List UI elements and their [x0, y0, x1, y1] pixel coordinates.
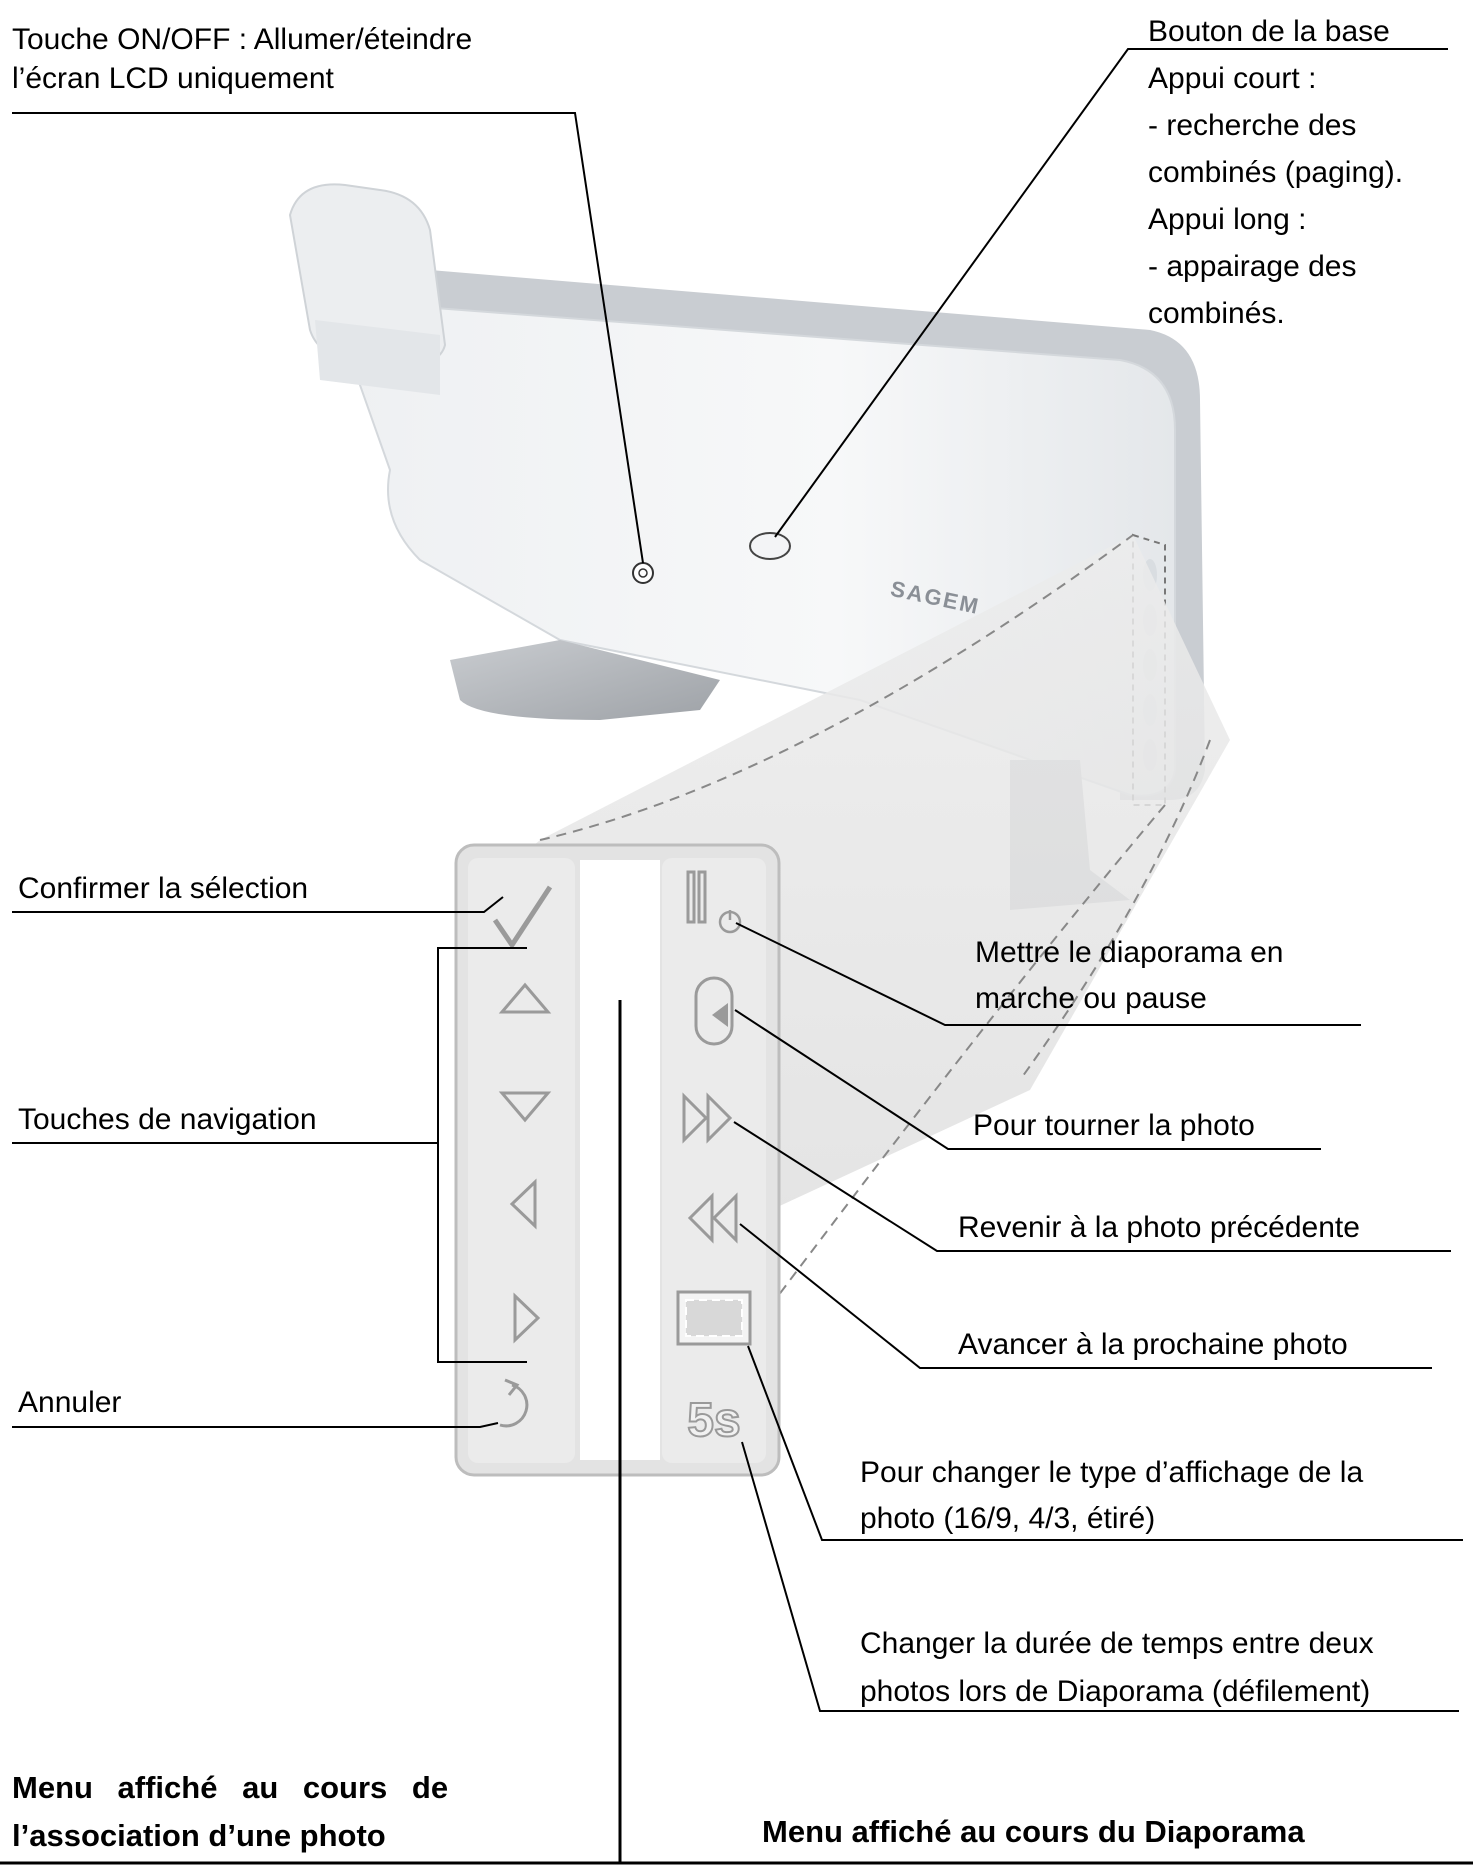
confirm-icon[interactable]: [492, 885, 553, 948]
timer-icon[interactable]: 5s: [686, 1393, 741, 1448]
leader-duration: [741, 1441, 1459, 1712]
menu-association-line1: Menu affiché au cours de: [12, 1770, 449, 1805]
previous-label: Revenir à la photo précédente: [958, 1211, 1360, 1244]
rotate-icon[interactable]: [694, 976, 734, 1046]
leader-base-button: [774, 48, 1448, 538]
duration-line1: Changer la durée de temps entre deux: [860, 1627, 1374, 1660]
slideshow-play-line2: marche ou pause: [975, 982, 1207, 1015]
long-press-label: Appui long :: [1148, 203, 1307, 236]
base-button-label: Bouton de la base Appui court : - recher…: [1148, 8, 1403, 337]
short-press-desc-2: combinés (paging).: [1148, 156, 1404, 189]
short-press-label: Appui court :: [1148, 62, 1317, 95]
down-arrow-icon[interactable]: [498, 1091, 552, 1123]
leader-rotate: [734, 1009, 1321, 1150]
power-icon[interactable]: [632, 562, 654, 584]
aspect-ratio-icon[interactable]: [676, 1290, 752, 1346]
display-type-label: Pour changer le type d’affichage de la p…: [860, 1450, 1363, 1542]
up-arrow-icon[interactable]: [498, 982, 552, 1014]
slideshow-play-line1: Mettre le diaporama en: [975, 936, 1284, 969]
on-off-label-line1: Touche ON/OFF : Allumer/éteindre: [12, 23, 473, 56]
left-arrow-icon[interactable]: [509, 1178, 537, 1230]
leader-display-type: [747, 1345, 1463, 1541]
base-button-title: Bouton de la base: [1148, 15, 1390, 48]
next-label: Avancer à la prochaine photo: [958, 1328, 1348, 1361]
leader-confirm: [12, 896, 504, 913]
nav-bracket: [437, 947, 527, 1363]
display-type-line1: Pour changer le type d’affichage de la: [860, 1456, 1364, 1489]
slideshow-play-label: Mettre le diaporama en marche ou pause: [975, 930, 1284, 1022]
long-press-desc-1: - appairage des: [1148, 250, 1357, 283]
on-off-label-line2: l’écran LCD uniquement: [12, 62, 334, 95]
duration-line2: photos lors de Diaporama (défilement): [860, 1675, 1371, 1708]
fast-forward-icon[interactable]: [682, 1092, 733, 1144]
menu-association-caption: Menu affiché au cours de l’association d…: [12, 1764, 448, 1860]
on-off-label: Touche ON/OFF : Allumer/éteindre l’écran…: [12, 20, 472, 98]
leader-previous: [733, 1121, 1451, 1252]
base-button[interactable]: [749, 532, 791, 560]
rotate-label: Pour tourner la photo: [973, 1109, 1255, 1142]
short-press-desc-1: - recherche des: [1148, 109, 1357, 142]
play-pause-icon[interactable]: [686, 870, 742, 934]
right-arrow-icon[interactable]: [513, 1292, 541, 1344]
leader-next: [739, 1223, 1432, 1369]
menu-slideshow-caption: Menu affiché au cours du Diaporama: [762, 1814, 1305, 1849]
long-press-desc-2: combinés.: [1148, 297, 1285, 330]
cancel-label: Annuler: [18, 1386, 122, 1419]
handset-cradle: [315, 320, 440, 395]
stand-left: [450, 640, 720, 720]
cancel-icon[interactable]: [499, 1383, 529, 1428]
leader-lines: [0, 48, 1473, 1865]
menu-association-line2: l’association d’une photo: [12, 1818, 386, 1853]
key-panel: 5s: [454, 843, 781, 1477]
rewind-icon[interactable]: [687, 1192, 738, 1244]
duration-label: Changer la durée de temps entre deux pho…: [860, 1620, 1374, 1716]
navigation-label: Touches de navigation: [18, 1103, 317, 1136]
leader-cancel: [12, 1422, 499, 1428]
leader-play-pause: [735, 922, 1361, 1026]
display-type-line2: photo (16/9, 4/3, étiré): [860, 1502, 1156, 1535]
leader-on-off: [12, 112, 644, 564]
confirm-label: Confirmer la sélection: [18, 872, 309, 905]
